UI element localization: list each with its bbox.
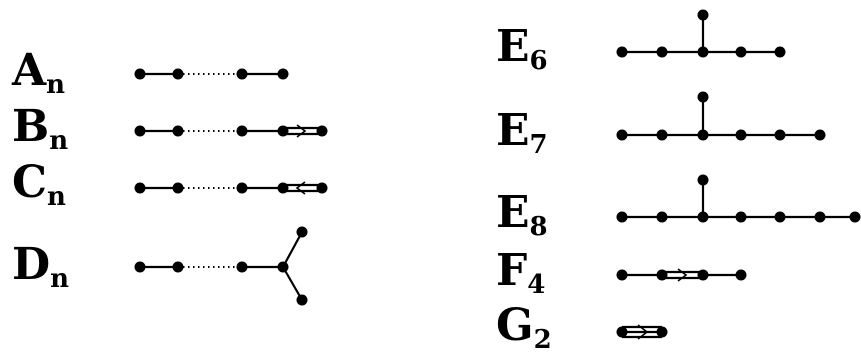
node: [616, 269, 628, 281]
node: [277, 261, 289, 273]
node: [697, 269, 709, 281]
diagram-f-4: F4: [496, 245, 747, 300]
node: [277, 68, 289, 80]
arrow-left-icon: [295, 181, 306, 195]
node: [616, 46, 628, 58]
node: [316, 125, 328, 137]
node: [697, 46, 709, 58]
label-a-n: An: [11, 45, 65, 100]
node: [697, 174, 709, 186]
node: [134, 68, 146, 80]
node: [735, 46, 747, 58]
label-e-7: E7: [496, 105, 548, 160]
node: [735, 129, 747, 141]
label-g-2: G2: [496, 300, 552, 355]
label-b-n: Bn: [12, 101, 68, 156]
arrow-right-icon: [637, 324, 649, 340]
diagram-b-n: Bn: [12, 101, 328, 156]
node: [296, 226, 308, 238]
node: [697, 211, 709, 223]
node: [656, 46, 668, 58]
node: [277, 182, 289, 194]
node: [134, 182, 146, 194]
node: [172, 68, 184, 80]
node: [849, 211, 861, 223]
node: [814, 211, 826, 223]
node: [616, 129, 628, 141]
arrow-right-icon: [677, 268, 688, 282]
node: [735, 211, 747, 223]
node: [656, 211, 668, 223]
diagram-c-n: Cn: [12, 157, 328, 212]
node: [656, 326, 668, 338]
label-f-4: F4: [496, 245, 545, 300]
diagram-d-n: Dn: [12, 226, 308, 306]
label-d-n: Dn: [12, 239, 69, 294]
node: [774, 211, 786, 223]
node: [236, 182, 248, 194]
label-e-8: E8: [496, 187, 548, 242]
node: [277, 125, 289, 137]
node: [814, 129, 826, 141]
diagram-e-8: E8: [496, 174, 861, 242]
node: [697, 129, 709, 141]
node: [134, 125, 146, 137]
diagram-g-2: G2: [496, 300, 668, 355]
label-c-n: Cn: [12, 157, 66, 212]
diagram-e-7: E7: [496, 91, 826, 160]
node: [296, 294, 308, 306]
node: [236, 125, 248, 137]
node: [697, 9, 709, 21]
node: [616, 211, 628, 223]
node: [316, 182, 328, 194]
node: [774, 129, 786, 141]
arrow-right-icon: [296, 124, 307, 138]
node: [735, 269, 747, 281]
node: [172, 125, 184, 137]
node: [172, 182, 184, 194]
diagram-e-6: E6: [496, 9, 786, 76]
node: [656, 269, 668, 281]
node: [134, 261, 146, 273]
node: [656, 129, 668, 141]
node: [172, 261, 184, 273]
diagram-a-n: An: [11, 45, 289, 100]
node: [697, 91, 709, 103]
label-e-6: E6: [496, 21, 548, 76]
node: [236, 68, 248, 80]
node: [236, 261, 248, 273]
node: [774, 46, 786, 58]
node: [616, 326, 628, 338]
